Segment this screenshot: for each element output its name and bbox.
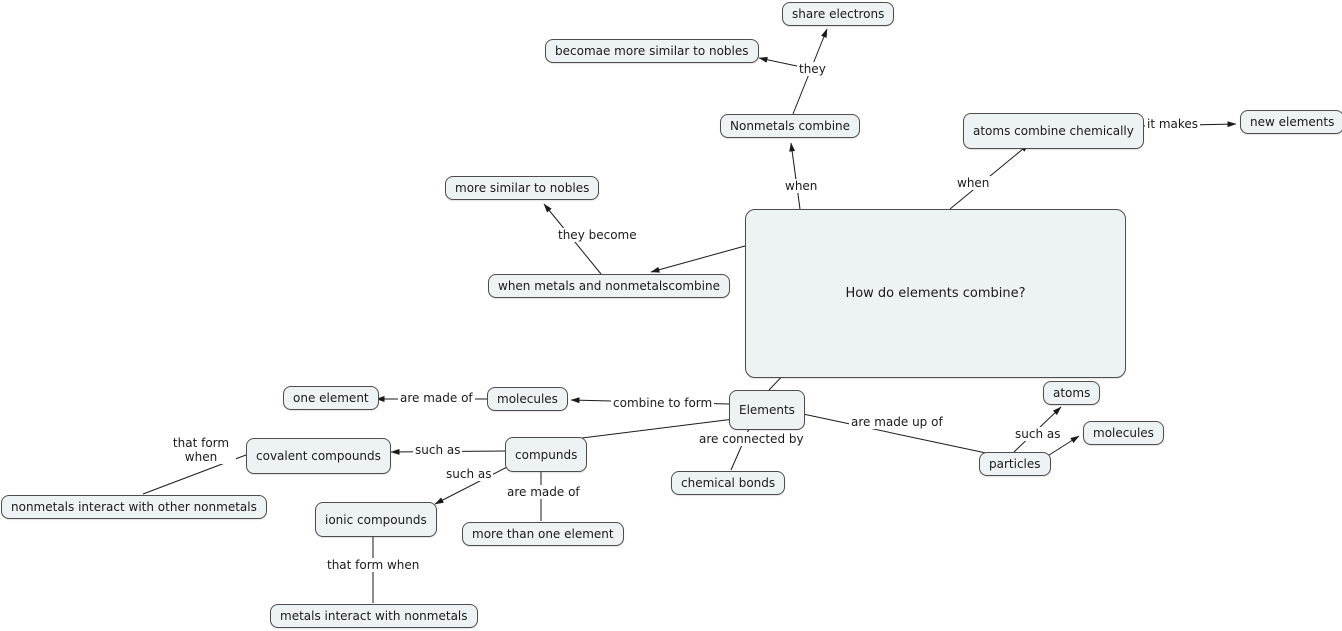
edge-label-are-connected-by: are connected by xyxy=(697,432,806,446)
edge-label-combine-to-form: combine to form xyxy=(611,396,715,410)
edge-label-such-as-covalent: such as xyxy=(413,443,463,457)
node-ionic-compounds[interactable]: ionic compounds xyxy=(315,502,437,537)
edge-elements-to-particles xyxy=(802,413,987,454)
node-elements[interactable]: Elements xyxy=(729,390,805,430)
node-covalent-compounds[interactable]: covalent compounds xyxy=(246,438,391,474)
edge-elements-to-chemical-bonds xyxy=(730,421,753,471)
node-metals-interact-with-nonmetals[interactable]: metals interact with nonmetals xyxy=(270,604,478,628)
node-nonmetals-interact-with-other-nonmetals[interactable]: nonmetals interact with other nonmetals xyxy=(1,495,267,519)
node-compunds[interactable]: compunds xyxy=(505,437,588,472)
edge-particles-to-molecules xyxy=(1045,435,1080,458)
edge-label-when-nonmetals: when xyxy=(783,179,820,193)
edge-label-are-made-of-molecules: are made of xyxy=(398,391,475,405)
node-main-question[interactable]: How do elements combine? xyxy=(745,209,1126,378)
node-molecules-right[interactable]: molecules xyxy=(1083,421,1164,445)
edge-label-are-made-of-compounds: are made of xyxy=(505,485,582,499)
node-atoms-combine-chemically[interactable]: atoms combine chemically xyxy=(963,113,1144,149)
node-more-than-one-element[interactable]: more than one element xyxy=(462,522,624,546)
node-become-more-similar-to-nobles[interactable]: becomae more similar to nobles xyxy=(545,39,759,63)
node-particles[interactable]: particles xyxy=(979,452,1051,476)
node-one-element[interactable]: one element xyxy=(283,386,379,410)
edge-label-are-made-up-of: are made up of xyxy=(849,415,945,429)
edge-main-question-to-when-metals-nonmetals-combine xyxy=(650,245,746,273)
node-new-elements[interactable]: new elements xyxy=(1240,110,1342,134)
edge-compunds-to-ionic-compounds xyxy=(434,463,514,505)
edge-main-question-to-nonmetals-combine xyxy=(789,142,801,210)
node-when-metals-and-nonmetals-combine[interactable]: when metals and nonmetalscombine xyxy=(488,274,730,298)
edge-label-when-atoms: when xyxy=(955,176,992,190)
node-nonmetals-combine[interactable]: Nonmetals combine xyxy=(720,114,861,138)
node-share-electrons[interactable]: share electrons xyxy=(782,2,895,26)
node-more-similar-to-nobles[interactable]: more similar to nobles xyxy=(445,176,600,200)
edge-label-such-as-particles: such as xyxy=(1013,427,1063,441)
edge-label-it-makes: it makes xyxy=(1145,117,1201,131)
node-molecules-left[interactable]: molecules xyxy=(487,387,568,411)
edge-label-they: they xyxy=(797,62,828,76)
edge-label-that-form-when-covalent: that form when xyxy=(166,436,236,464)
edge-label-that-form-when-ionic: that form when xyxy=(325,558,422,572)
edge-label-they-become: they become xyxy=(556,228,639,242)
edge-elements-to-compunds xyxy=(565,418,735,441)
node-chemical-bonds[interactable]: chemical bonds xyxy=(671,471,786,495)
node-atoms[interactable]: atoms xyxy=(1043,381,1101,405)
edge-label-such-as-ionic: such as xyxy=(444,467,494,481)
